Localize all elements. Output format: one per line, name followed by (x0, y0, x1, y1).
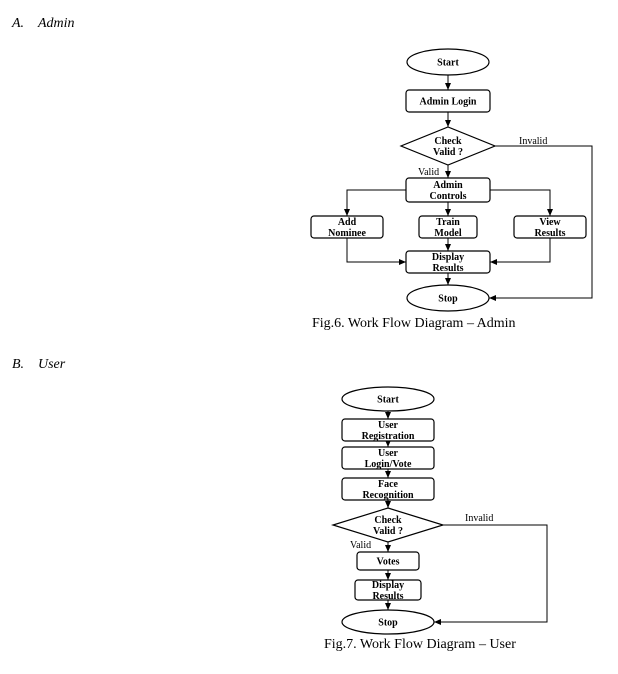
admin-node-view-results-label: Results (534, 228, 565, 239)
user-node-user-registration-label: Registration (362, 431, 415, 442)
user-node-stop-label: Stop (378, 618, 398, 629)
admin-node-check-valid-label: Check (434, 136, 462, 147)
admin-node-display-results-label: Display (432, 252, 464, 263)
user-node-user-login-label: User (378, 448, 399, 459)
admin-node-start: Start (406, 48, 490, 76)
section-title: User (38, 357, 66, 372)
section-heading-user: B. User (12, 357, 65, 373)
user-node-face-recognition-label: Face (378, 479, 399, 490)
user-node-start-label: Start (377, 395, 399, 406)
user-node-votes-label: Votes (377, 557, 400, 568)
user-node-display-results-label: Results (372, 591, 403, 602)
section-title: Admin (38, 16, 75, 31)
user-node-check-valid-label: Valid ? (373, 526, 403, 537)
admin-node-view-results-label: View (539, 217, 561, 228)
user-node-stop: Stop (341, 609, 435, 635)
admin-node-stop-label: Stop (438, 294, 458, 305)
admin-flow-controls-to-view-results (490, 189, 553, 216)
figure-caption-user: Fig.7. Work Flow Diagram – User (324, 637, 516, 652)
admin-flow-view-results-to-display (490, 238, 551, 265)
user-node-start: Start (341, 386, 435, 412)
admin-node-stop: Stop (406, 284, 490, 312)
user-node-votes: Votes (356, 551, 420, 571)
user-node-face-recognition-label: Recognition (362, 490, 414, 501)
admin-edge-label-valid: Valid (418, 167, 439, 178)
admin-node-admin-login: Admin Login (405, 89, 491, 113)
user-edge-label-invalid: Invalid (465, 513, 493, 524)
admin-node-train-model-label: Train (436, 217, 460, 228)
admin-node-add-nominee-label: Add (338, 217, 357, 228)
user-edge-label-valid: Valid (350, 540, 371, 551)
section-number: B. (12, 357, 25, 372)
admin-node-add-nominee-label: Nominee (328, 228, 366, 239)
admin-node-display-results-label: Results (432, 263, 463, 274)
admin-flow-controls-to-add-nominee (344, 189, 406, 216)
admin-node-admin-controls-label: Admin (433, 180, 463, 191)
user-flow-invalid-to-stop (434, 524, 548, 625)
figure-caption-admin: Fig.6. Work Flow Diagram – Admin (312, 316, 516, 331)
admin-node-admin-login-label: Admin Login (420, 97, 477, 108)
admin-node-train-model-label: Model (434, 228, 461, 239)
admin-edge-label-invalid: Invalid (519, 136, 547, 147)
section-number: A. (12, 16, 25, 31)
user-node-display-results-label: Display (372, 580, 404, 591)
admin-flow-add-nominee-to-display (346, 238, 406, 265)
admin-flow-invalid-to-stop (489, 145, 593, 301)
admin-node-start-label: Start (437, 58, 459, 69)
section-heading-admin: A. Admin (12, 16, 75, 32)
user-node-user-login-label: Login/Vote (365, 459, 412, 470)
user-node-check-valid-label: Check (374, 515, 402, 526)
admin-node-check-valid-label: Valid ? (433, 147, 463, 158)
admin-node-admin-controls-label: Controls (429, 191, 466, 202)
user-node-user-registration-label: User (378, 420, 399, 431)
